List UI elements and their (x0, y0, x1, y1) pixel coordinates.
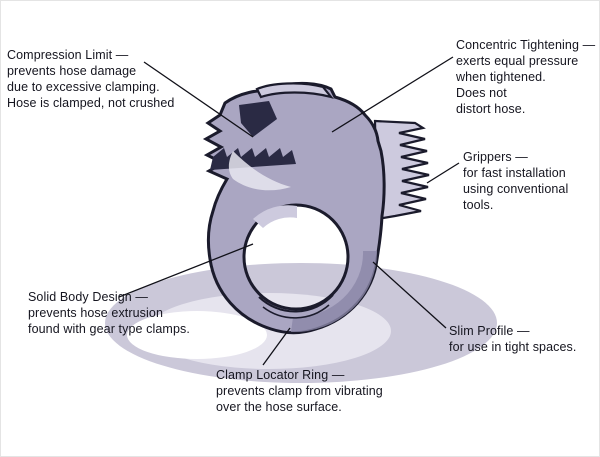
gripper-ribs (373, 119, 430, 221)
label-compression-limit: Compression Limit — prevents hose damage… (7, 48, 175, 110)
label-concentric-tightening: Concentric Tightening — exerts equal pre… (456, 38, 596, 116)
clamp-body (202, 81, 386, 335)
callout-line-locator-ring (262, 327, 291, 366)
callout-line-solid-body (118, 243, 254, 298)
shadow-hole (127, 311, 267, 359)
ring-highlight (253, 205, 297, 228)
ring-shading (291, 251, 378, 333)
label-grippers: Grippers — for fast installation using c… (463, 150, 569, 212)
locator-ring-lip (258, 294, 334, 313)
locator-ring-lip-2 (262, 304, 330, 319)
strap-highlight (228, 151, 291, 191)
callout-line-grippers (426, 162, 460, 184)
label-slim-profile: Slim Profile — for use in tight spaces. (449, 324, 577, 354)
callout-line-slim-profile (372, 261, 447, 329)
callout-line-compression-limit (143, 61, 254, 138)
head-gap (239, 101, 277, 137)
label-solid-body-design: Solid Body Design — prevents hose extrus… (28, 290, 190, 336)
callout-line-concentric-tightening (331, 56, 454, 133)
strap-tab (255, 82, 334, 99)
label-clamp-locator-ring: Clamp Locator Ring — prevents clamp from… (216, 368, 383, 414)
